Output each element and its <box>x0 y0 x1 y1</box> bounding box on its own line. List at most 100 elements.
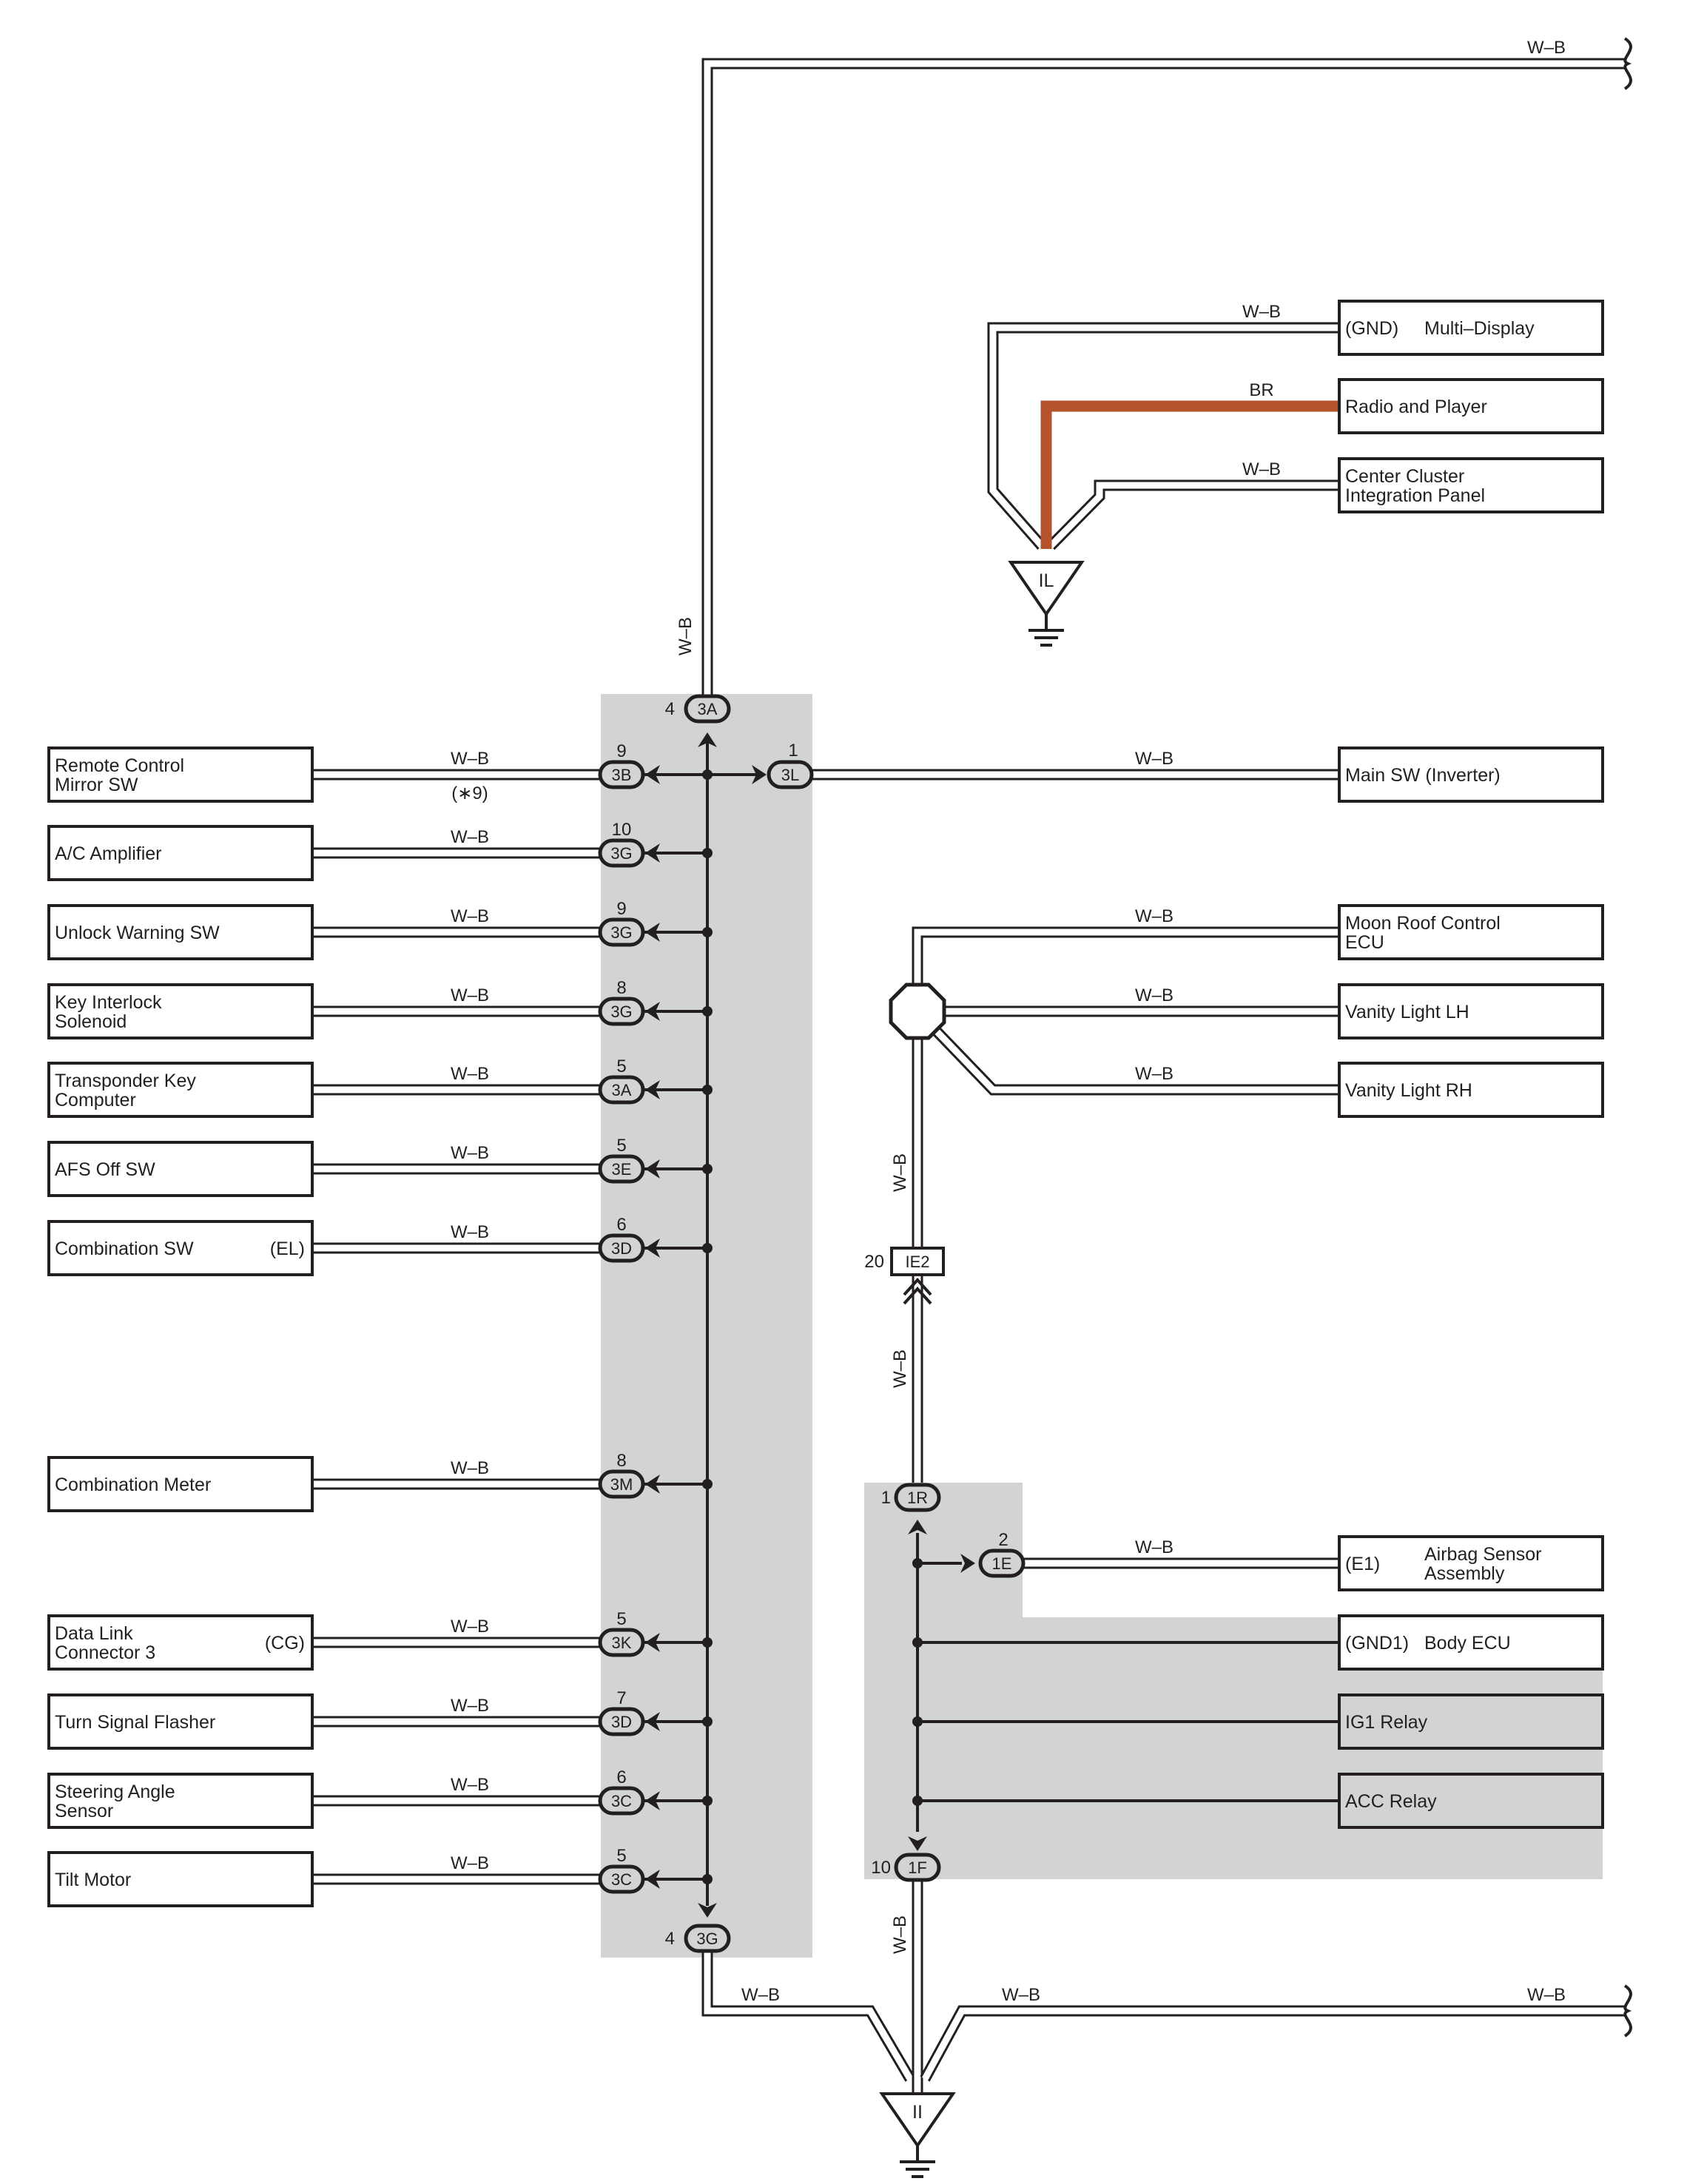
ground-ii-label: II <box>912 2102 923 2123</box>
wire-label-multi-display: W–B <box>1242 302 1281 322</box>
component-label-remote-control-mirror-sw-line2: Mirror SW <box>55 775 138 795</box>
wire-note-remote-control-mirror-sw: (∗9) <box>451 783 488 803</box>
component-prefix-airbag-sensor-assembly: (E1) <box>1345 1554 1380 1574</box>
arrow-remote-control-mirror-sw <box>645 765 660 784</box>
connector-3d-combination-sw-label: 3D <box>611 1239 632 1258</box>
component-label-transponder-key-computer-line2: Computer <box>55 1090 136 1110</box>
component-label-transponder-key-computer-line1: Transponder Key <box>55 1071 196 1091</box>
pin-number-tilt-motor: 5 <box>616 1846 626 1866</box>
component-label-acc-relay: ACC Relay <box>1345 1791 1437 1812</box>
pin-number-unlock-warning-sw: 9 <box>616 899 626 919</box>
ie2-arrow-2 <box>903 1287 932 1305</box>
splice-dot-combination-meter <box>702 1479 713 1489</box>
component-label-multi-display: Multi–Display <box>1424 318 1535 339</box>
component-label-radio-and-player: Radio and Player <box>1345 397 1487 417</box>
ground-il <box>1008 561 1085 617</box>
arrow-1e <box>960 1554 975 1573</box>
component-suffix-combination-sw: (EL) <box>270 1238 305 1259</box>
arrow-turn-signal-flasher <box>645 1712 660 1731</box>
component-label-vanity-light-rh: Vanity Light RH <box>1345 1080 1472 1101</box>
splice-dot-data-link-connector-3 <box>702 1637 713 1648</box>
wire-label-airbag-sensor: W–B <box>1135 1537 1174 1557</box>
component-label-center-cluster-line2: Integration Panel <box>1345 485 1485 506</box>
component-label-moon-roof-control-ecu-line2: ECU <box>1345 932 1384 953</box>
arrow-combination-meter <box>645 1474 660 1494</box>
pin-number-1f: 10 <box>871 1858 891 1878</box>
component-label-body-ecu: Body ECU <box>1424 1633 1511 1654</box>
arrow-unlock-warning-sw <box>645 923 660 942</box>
splice-dot-remote-control-mirror-sw <box>702 769 713 780</box>
wire-vanity-light-rh <box>913 1007 1339 1096</box>
wire-radio-and-player-br <box>1040 400 1339 549</box>
splice-dot-body-ecu <box>912 1637 923 1648</box>
component-prefix-multi-display: (GND) <box>1345 318 1398 339</box>
wire-top-offpage-fill <box>704 60 1626 695</box>
connector-1f-label: 1F <box>908 1858 927 1877</box>
pin-number-1r: 1 <box>881 1488 891 1508</box>
component-box-combination-sw <box>47 1220 314 1276</box>
pin-number-remote-control-mirror-sw: 9 <box>616 741 626 761</box>
component-box-ig1-relay <box>1338 1693 1604 1750</box>
connector-3k-data-link-connector-3 <box>598 1628 645 1657</box>
wire-center-cluster <box>1046 479 1339 550</box>
component-box-afs-off-sw <box>47 1141 314 1197</box>
wire-moon-roof-ecu <box>912 926 1339 1011</box>
wire-label-ii-offpage: W–B <box>1527 1985 1566 2005</box>
wire-offpage-bottom-to-ground-ii-fill <box>922 2007 1626 2081</box>
component-box-unlock-warning-sw <box>47 904 314 960</box>
arrow-tilt-motor <box>645 1870 660 1889</box>
component-box-vanity-light-lh <box>1338 983 1604 1039</box>
splice-dot-combination-sw <box>702 1243 713 1253</box>
pin-number-3g-bottom: 4 <box>665 1929 675 1949</box>
connector-1r-label: 1R <box>907 1489 928 1507</box>
component-box-combination-meter <box>47 1456 314 1512</box>
component-label-combination-sw: Combination SW <box>55 1238 194 1259</box>
pin-number-3a-top: 4 <box>665 699 675 719</box>
wire-label-transponder-key-computer: W–B <box>451 1064 489 1084</box>
wire-center-cluster-fill <box>1048 482 1339 549</box>
splice-dot-airbag-sensor-assembly <box>912 1558 923 1568</box>
splice-dot-ig1-relay <box>912 1716 923 1727</box>
component-box-vanity-light-rh <box>1338 1062 1604 1118</box>
component-box-steering-angle-sensor <box>47 1773 314 1829</box>
connector-3e-afs-off-sw-label: 3E <box>612 1160 632 1179</box>
connector-3g-bottom <box>684 1924 731 1953</box>
pin-number-steering-angle-sensor: 6 <box>616 1767 626 1787</box>
arrow-steering-angle-sensor <box>645 1791 660 1810</box>
pin-number-key-interlock-solenoid: 8 <box>616 978 626 998</box>
pin-number-combination-meter: 8 <box>616 1451 626 1471</box>
connector-3l-label: 3L <box>781 766 799 784</box>
connector-3m-combination-meter <box>598 1469 645 1499</box>
splice-dot-ac-amplifier <box>702 848 713 858</box>
offpage-break-top <box>1623 37 1632 90</box>
wire-label-vanity-light-rh: W–B <box>1135 1064 1174 1084</box>
connector-3g-ac-amplifier-label: 3G <box>610 844 632 863</box>
arrow-afs-off-sw <box>645 1159 660 1179</box>
wire-multi-display-fill <box>989 324 1339 548</box>
component-box-key-interlock-solenoid <box>47 983 314 1039</box>
wire-label-unlock-warning-sw: W–B <box>451 906 489 926</box>
component-box-transponder-key-computer <box>47 1062 314 1118</box>
splice-octagon <box>889 983 946 1040</box>
wire-label-vanity-light-lh: W–B <box>1135 985 1174 1005</box>
connector-3c-tilt-motor-label: 3C <box>611 1870 632 1889</box>
connector-3d-turn-signal-flasher-label: 3D <box>611 1713 632 1731</box>
pin-number-combination-sw: 6 <box>616 1215 626 1235</box>
component-label-ac-amplifier: A/C Amplifier <box>55 843 161 864</box>
connector-3d-turn-signal-flasher <box>598 1707 645 1736</box>
wire-moon-roof-ecu-fill <box>914 928 1339 1011</box>
connector-3g-key-interlock-solenoid-label: 3G <box>610 1002 632 1021</box>
component-label-moon-roof-control-ecu-line1: Moon Roof Control <box>1345 913 1501 934</box>
wire-label-tilt-motor: W–B <box>451 1853 489 1873</box>
component-box-remote-control-mirror-sw <box>47 746 314 803</box>
component-label-center-cluster-line1: Center Cluster <box>1345 466 1464 487</box>
component-box-airbag-sensor-assembly <box>1338 1535 1604 1591</box>
component-box-acc-relay <box>1338 1773 1604 1829</box>
connector-3g-ac-amplifier <box>598 838 645 868</box>
splice-dot-afs-off-sw <box>702 1164 713 1174</box>
component-box-radio-and-player <box>1338 378 1604 434</box>
component-label-airbag-sensor-assembly-line1: Airbag Sensor <box>1424 1544 1541 1565</box>
arrow-1r <box>908 1520 927 1534</box>
arrow-3g-bottom <box>698 1903 717 1918</box>
component-label-turn-signal-flasher: Turn Signal Flasher <box>55 1712 215 1733</box>
